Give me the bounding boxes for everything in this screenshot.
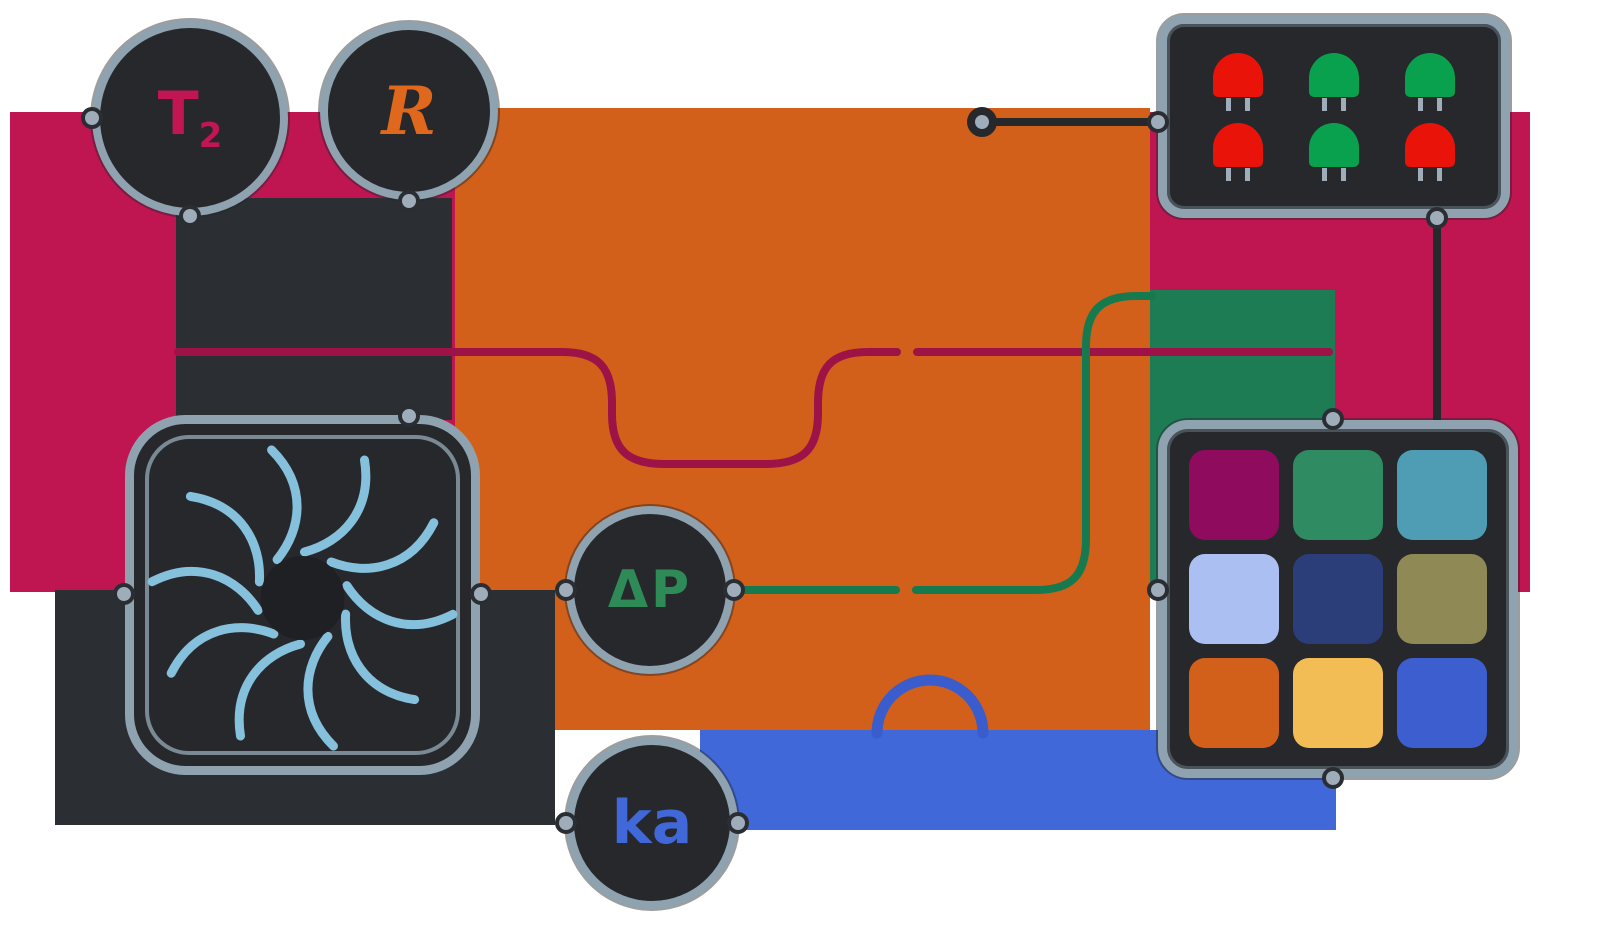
color-swatch[interactable] [1293,450,1383,540]
color-grid-panel[interactable] [1158,420,1518,778]
led [1309,52,1359,111]
node-t2-subscript: 2 [198,115,223,156]
node-t2[interactable]: T2 [92,20,288,216]
led-leg [1226,167,1231,181]
color-swatch[interactable] [1293,554,1383,644]
fan-hub [260,556,345,640]
port-led-bottom[interactable] [1426,207,1448,229]
color-swatch[interactable] [1189,554,1279,644]
led-dome [1405,52,1455,97]
port-led-left[interactable] [1147,111,1169,133]
color-swatch[interactable] [1189,658,1279,748]
fan-blades [147,445,458,751]
node-r[interactable]: R [320,22,498,200]
port-grid-top[interactable] [1322,408,1344,430]
port-r-bottom[interactable] [398,190,420,212]
led-leg [1341,97,1346,111]
fan-component[interactable] [125,415,480,775]
color-swatch[interactable] [1293,658,1383,748]
led [1213,122,1263,181]
led-dome [1213,52,1263,97]
fan-icon [125,415,480,775]
color-swatch[interactable] [1189,450,1279,540]
port-fan-right[interactable] [470,583,492,605]
color-swatch[interactable] [1397,450,1487,540]
led [1405,122,1455,181]
node-ka-label: ka [611,788,693,858]
port-ka-left[interactable] [555,812,577,834]
led-leg [1437,167,1442,181]
port-t2-left[interactable] [81,107,103,129]
port-dp-left[interactable] [555,579,577,601]
node-r-label: R [381,72,437,150]
led-dome [1405,122,1455,167]
led-leg [1226,97,1231,111]
led-leg [1418,97,1423,111]
color-swatch[interactable] [1397,658,1487,748]
led-leg [1322,167,1327,181]
port-ka-right[interactable] [727,812,749,834]
led [1213,52,1263,111]
led-leg [1245,167,1250,181]
led-leg [1245,97,1250,111]
port-dp-right[interactable] [723,579,745,601]
node-t2-label: T2 [157,78,223,156]
led [1309,122,1359,181]
port-fan-left[interactable] [113,583,135,605]
node-ka[interactable]: ka [566,737,738,909]
led-dome [1309,52,1359,97]
node-delta-p[interactable]: ΔP [566,506,734,674]
port-grid-left[interactable] [1147,579,1169,601]
port-t2-bottom[interactable] [179,205,201,227]
led-leg [1341,167,1346,181]
region-dark-upper [176,198,452,420]
led-leg [1418,167,1423,181]
led-panel[interactable] [1158,15,1510,218]
led-dome [1213,122,1263,167]
port-grid-bottom[interactable] [1322,767,1344,789]
led-leg [1322,97,1327,111]
port-fan-top[interactable] [398,405,420,427]
led-dome [1309,122,1359,167]
led-leg [1437,97,1442,111]
region-orange [455,108,1150,730]
led [1405,52,1455,111]
color-swatch[interactable] [1397,554,1487,644]
wire-junction[interactable] [967,107,997,137]
node-delta-p-label: ΔP [607,560,693,620]
